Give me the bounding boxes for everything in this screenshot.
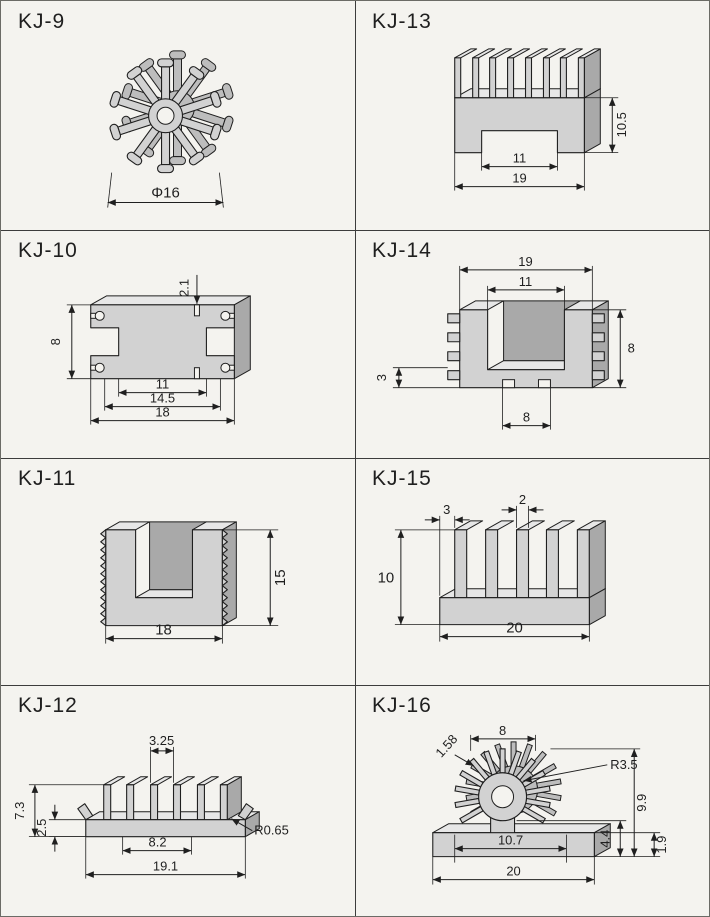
dimension-height: 10.5	[584, 97, 629, 154]
dimension-width: 18	[90, 379, 235, 426]
dim-label: Φ16	[151, 185, 180, 202]
dimension-foot-span: 8	[502, 388, 551, 431]
dim-label: 11	[513, 151, 526, 166]
dimension-base-thickness: 1.9	[594, 831, 669, 857]
dimension-end-ledge: 3	[424, 502, 470, 596]
dim-label: 11	[519, 274, 532, 289]
dim-label: 20	[506, 863, 520, 878]
cell-kj-16: KJ-16	[355, 685, 709, 916]
dim-label: 19	[512, 171, 526, 186]
dim-label: 7.3	[12, 801, 27, 819]
dim-label: 8	[48, 339, 63, 346]
drawing-kj-14: 19 11 8 3	[374, 254, 635, 431]
dimension-width: 18	[105, 622, 223, 644]
dim-label: R3.5	[610, 756, 637, 771]
drawing-kj-13: 10.5 11 19	[454, 48, 629, 191]
star-heatsink-shape	[108, 50, 235, 174]
profile-label-kj-12: KJ-12	[18, 693, 78, 717]
dim-label: 9.9	[634, 793, 649, 811]
dim-label: 2.1	[176, 279, 191, 297]
cell-kj-11: KJ-11 15	[1, 458, 355, 685]
u-channel-finned-shape	[447, 300, 609, 389]
dimension-inner-width: 8.2	[122, 834, 192, 855]
dimension-width: 20	[432, 856, 595, 885]
dimension-flange: 3	[374, 367, 460, 389]
dimension-fin-pitch: 3.25	[149, 732, 174, 783]
dim-label: 2.5	[34, 818, 49, 836]
drawing-kj-10: 2.1 8 11 14.5	[48, 275, 251, 426]
drawing-kj-12: 3.25 7.3 2.5	[12, 732, 289, 879]
h-profile-shape	[90, 295, 251, 380]
dimension-height: 8	[48, 304, 91, 380]
finned-heatsink-shape	[454, 48, 601, 154]
dim-label: 19	[518, 254, 532, 269]
dim-label: 10.7	[498, 832, 523, 847]
dimension-fin-thickness: 1.58	[432, 731, 474, 766]
dimension-top-width: 8	[470, 722, 536, 751]
drawing-kj-11: 15 18	[100, 521, 289, 644]
dim-label: 8	[499, 722, 506, 737]
dimension-base-height: 2.5	[34, 804, 86, 852]
dimension-width: 19	[459, 254, 593, 311]
cell-kj-14: KJ-14	[355, 230, 709, 458]
dimension-web-width: 11	[118, 377, 207, 398]
dim-label: 2	[519, 492, 526, 507]
dim-label: 10.5	[614, 112, 629, 137]
profile-label-kj-15: KJ-15	[372, 467, 432, 490]
profile-label-kj-11: KJ-11	[18, 467, 77, 490]
dimension-width: 20	[439, 620, 590, 642]
dim-label: 1.9	[654, 835, 669, 853]
dim-label: 8.2	[149, 834, 167, 849]
dimension-height: 10	[378, 529, 455, 626]
profile-label-kj-9: KJ-9	[18, 10, 66, 33]
dimension-mid-height: 4.4	[516, 819, 627, 857]
dim-label: 10	[378, 570, 395, 587]
dim-label: 8	[523, 410, 530, 425]
dim-label: 14.5	[150, 391, 175, 406]
low-fin-heatsink-shape	[77, 775, 260, 837]
cell-kj-13: KJ-13	[355, 1, 709, 230]
dim-label: 19.1	[153, 858, 178, 873]
drawing-kj-16: 8 1.58 R3.5 9.9	[432, 722, 669, 885]
cell-kj-12: KJ-12	[1, 685, 355, 916]
dimension-mid-width: 14.5	[104, 379, 221, 412]
dimension-channel-width: 11	[487, 274, 565, 311]
dimension-height: 8	[592, 309, 635, 389]
profile-label-kj-10: KJ-10	[18, 239, 78, 263]
dim-label: 15	[272, 569, 289, 586]
dimension-height: 7.3	[12, 783, 104, 837]
dimension-slot-width: 11	[481, 151, 558, 171]
dim-label: 4.4	[597, 829, 612, 847]
dim-label: 18	[155, 622, 172, 639]
profile-label-kj-13: KJ-13	[372, 10, 432, 33]
dim-label: 11	[156, 377, 169, 392]
dim-label: 3	[443, 502, 450, 517]
dimension-width: 19	[454, 152, 585, 191]
dimension-base-inner-width: 10.7	[454, 832, 567, 863]
dimension-fin-thickness: 2	[501, 492, 544, 528]
dim-label: 18	[155, 405, 169, 420]
dimension-core-radius: R3.5	[523, 756, 638, 783]
dimension-fillet-radius: R0.65	[231, 817, 289, 837]
cell-kj-10: KJ-10 2.1	[1, 230, 355, 458]
dim-label: R0.65	[254, 822, 289, 837]
comb-heatsink-shape	[439, 520, 606, 626]
drawing-kj-15: 3 2 10	[378, 492, 606, 642]
serrated-u-channel-shape	[100, 521, 237, 627]
cell-kj-15: KJ-15 3	[355, 458, 709, 685]
dimension-total-height: 9.9	[550, 747, 661, 857]
profile-label-kj-16: KJ-16	[372, 693, 432, 717]
profile-label-kj-14: KJ-14	[372, 239, 432, 263]
drawing-kj-9: Φ16	[107, 50, 235, 208]
dim-label: 3.25	[149, 732, 174, 747]
dimension-slit-depth: 2.1	[176, 275, 201, 305]
dimension-diameter: Φ16	[107, 172, 224, 208]
cell-kj-9: KJ-9	[1, 1, 355, 230]
dim-label: 3	[374, 375, 389, 382]
dim-label: 20	[506, 620, 523, 637]
dimension-width: 19.1	[85, 836, 246, 879]
dim-label: 8	[628, 341, 635, 356]
dimension-height: 15	[222, 529, 289, 627]
